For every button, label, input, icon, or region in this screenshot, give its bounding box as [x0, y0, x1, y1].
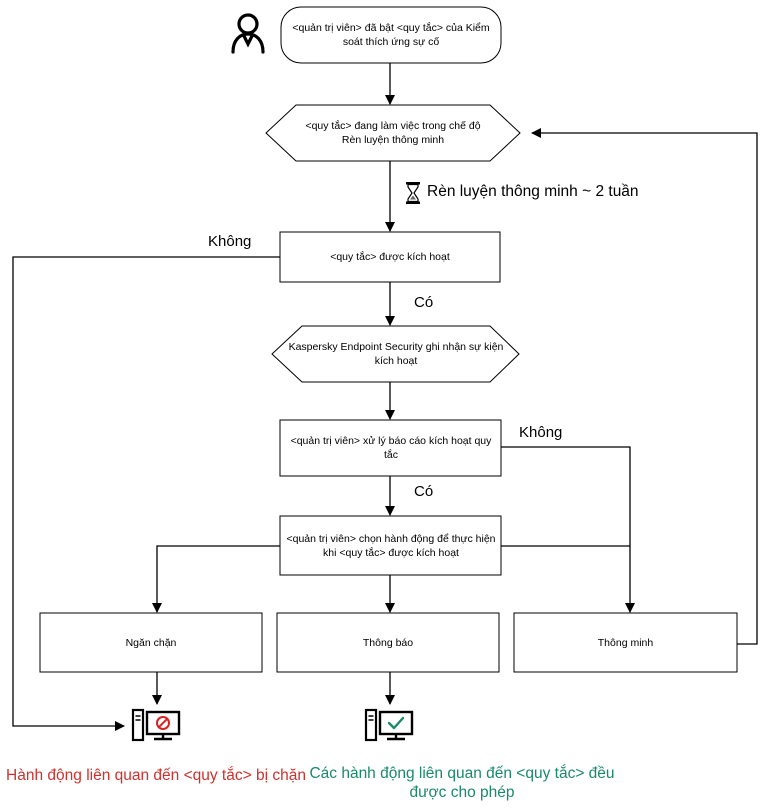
hourglass-icon	[406, 182, 420, 204]
smart-node	[513, 612, 738, 673]
edge-smart-loop-back	[531, 128, 758, 645]
start-node	[280, 6, 502, 64]
notify-node	[276, 612, 500, 673]
edge-label-yes-1: Có	[414, 294, 434, 311]
notify-label: Thông báo	[362, 636, 414, 649]
timer-label: Rèn luyện thông minh ~ 2 tuần	[427, 183, 639, 200]
kes-logs-node	[271, 325, 520, 383]
block-label: Ngăn chặn	[125, 636, 177, 649]
rule-triggered-label: <quy tắc> được kích hoạt	[330, 251, 450, 263]
admin-processes-label: <quản trị viên> xử lý báo cáo kích hoạt …	[290, 435, 492, 461]
learning-mode-node	[265, 104, 521, 162]
computer-blocked-icon	[131, 708, 181, 742]
edge-label-yes-2: Có	[414, 483, 434, 500]
start-node-label: <quản trị viên> đã bật <quy tắc> của Kiể…	[292, 22, 490, 48]
learning-mode-label: <quy tắc> đang làm việc trong chế độ Rèn…	[305, 120, 481, 146]
kes-logs-label: Kaspersky Endpoint Security ghi nhận sự …	[288, 341, 504, 367]
edge-label-no-left: Không	[208, 233, 252, 250]
admin-chooses-label: <quản trị viên> chọn hành động để thực h…	[286, 532, 496, 559]
edge-processes-no-to-smart	[501, 446, 635, 613]
edge-label-no-right: Không	[519, 424, 563, 441]
rule-triggered-node	[279, 231, 501, 283]
edge-chooses-to-block	[152, 545, 280, 613]
edge-triggered-no-to-blocked	[12, 256, 280, 731]
smart-label: Thông minh	[597, 636, 654, 649]
outcome-blocked: Hành động liên quan đến <quy tắc> bị chặ…	[6, 767, 306, 784]
admin-processes-node	[279, 419, 502, 477]
outcome-allowed: Các hành động liên quan đến <quy tắc> đề…	[309, 765, 615, 801]
computer-allowed-icon	[364, 708, 414, 742]
block-node	[39, 612, 263, 673]
user-icon	[231, 13, 265, 54]
